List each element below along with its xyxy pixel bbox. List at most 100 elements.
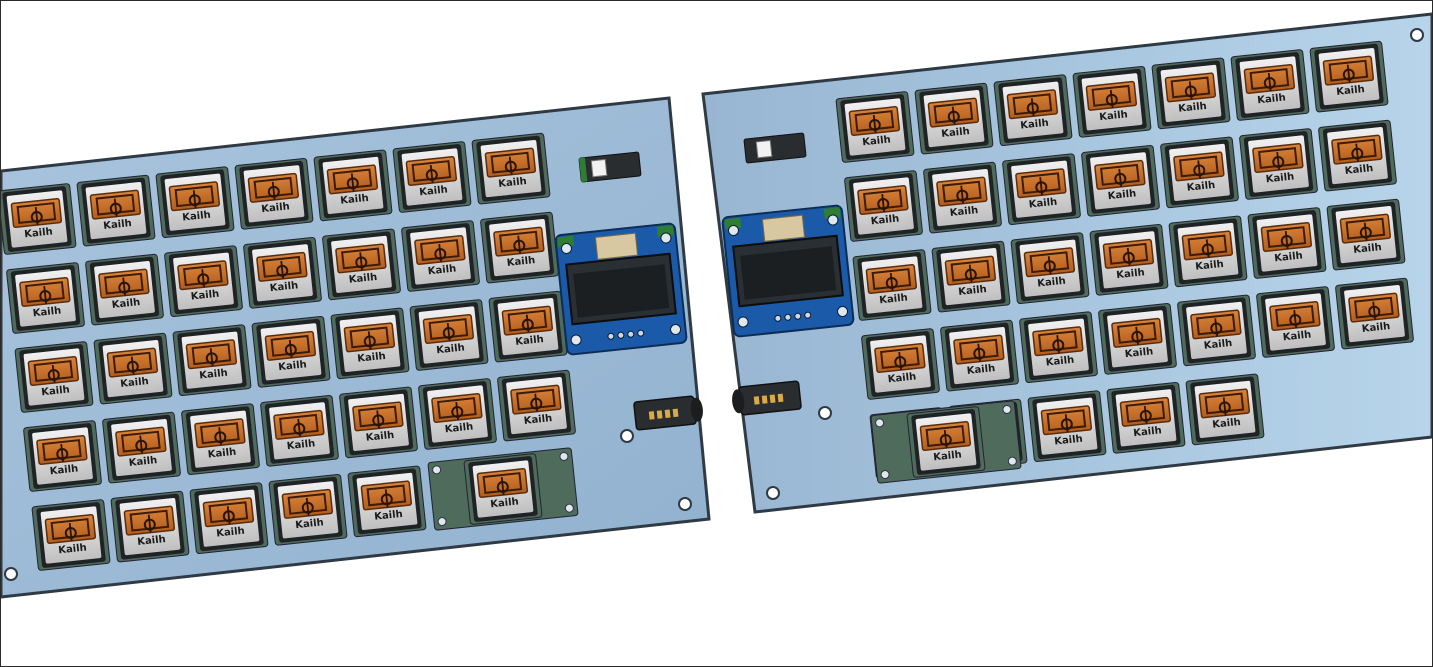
right-key-switch[interactable]: Kailh	[1002, 153, 1081, 225]
right-components	[721, 28, 1424, 500]
left-key-switch[interactable]: Kailh	[76, 174, 156, 247]
right-key-switch[interactable]: Kailh	[1309, 40, 1389, 113]
oled-pin	[794, 312, 802, 320]
left-key-switch[interactable]: Kailh	[93, 332, 173, 405]
left-key-switch[interactable]: Kailh	[322, 228, 401, 301]
switch-logo-stroke	[429, 164, 434, 184]
left-pcb[interactable]: KailhKailhKailhKailhKailhKailhKailhKailh…	[1, 96, 711, 599]
right-key-switch[interactable]: Kailh	[993, 74, 1073, 146]
right-key-switch[interactable]: Kailh	[1072, 66, 1152, 138]
left-key-switch[interactable]: Kailh	[471, 132, 551, 205]
switch-logo-stroke	[34, 206, 39, 226]
switch-logo-stroke	[898, 351, 903, 371]
right-key-switch[interactable]: Kailh	[1335, 277, 1414, 350]
right-key-switch[interactable]: Kailh	[940, 319, 1019, 392]
right-key-switch[interactable]: Kailh	[1098, 303, 1177, 375]
left-key-switch[interactable]: Kailh	[164, 245, 243, 317]
right-key-switch[interactable]: Kailh	[835, 91, 915, 163]
left-key-switch[interactable]: Kailh	[347, 465, 427, 538]
right-key-switch[interactable]: Kailh	[1089, 224, 1169, 296]
right-key-switch[interactable]: Kailh	[1019, 311, 1098, 383]
right-key-switch[interactable]: Kailh	[914, 82, 994, 155]
right-key-switch[interactable]: Kailh	[1326, 198, 1406, 271]
left-key-switch[interactable]: Kailh	[243, 237, 322, 309]
right-key-switch[interactable]: Kailh	[1010, 232, 1090, 304]
right-key-switch[interactable]: Kailh	[852, 249, 932, 321]
left-key-switch[interactable]: Kailh	[418, 378, 497, 450]
right-key-switch[interactable]: Kailh	[1106, 382, 1186, 454]
right-key-switch[interactable]: Kailh	[1151, 57, 1231, 130]
mounting-hole-icon	[1002, 404, 1012, 414]
oled-pin	[617, 331, 625, 339]
switch-brand-label: Kailh	[966, 363, 995, 377]
left-key-switch[interactable]: Kailh	[1, 183, 77, 255]
left-key-switch[interactable]: Kailh	[102, 411, 181, 484]
switch-logo-stroke	[350, 173, 355, 192]
switch-brand-label: Kailh	[1195, 259, 1224, 273]
left-key-switch[interactable]: Kailh	[6, 262, 85, 334]
left-key-switch[interactable]: Kailh	[85, 253, 164, 326]
mounting-hole-icon	[875, 418, 885, 428]
left-key-switch[interactable]: Kailh	[155, 166, 235, 238]
right-key-switch[interactable]: Kailh	[1027, 390, 1107, 462]
left-key-switch[interactable]: Kailh	[401, 220, 480, 292]
trrs-barrel	[732, 389, 745, 414]
right-key-switch[interactable]: Kailh	[1160, 136, 1239, 209]
switch-logo-stroke	[297, 418, 302, 437]
switch-logo-stroke	[43, 285, 48, 305]
switch-brand-label: Kailh	[286, 438, 315, 452]
left-key-switch[interactable]: Kailh	[23, 420, 102, 492]
power-switch-icon[interactable]	[743, 132, 807, 164]
left-key-switch[interactable]: Kailh	[409, 299, 489, 371]
right-key-switch[interactable]: Kailh	[1168, 215, 1248, 288]
left-key-switch[interactable]: Kailh	[313, 149, 393, 222]
left-key-switch[interactable]: Kailh	[260, 395, 339, 467]
left-key-switch[interactable]: Kailh	[488, 290, 568, 363]
right-key-switch[interactable]: Kailh	[1256, 286, 1335, 358]
left-key-switch[interactable]: Kailh	[251, 316, 331, 388]
left-key-switch[interactable]: Kailh	[268, 474, 348, 546]
right-key-switch[interactable]: Kailh	[1247, 207, 1327, 279]
switch-logo-stroke	[1109, 89, 1114, 108]
left-key-switch[interactable]: Kailh	[339, 386, 418, 459]
switch-logo-stroke	[1064, 414, 1069, 433]
left-key-switch[interactable]: Kailh	[189, 482, 269, 554]
right-pcb[interactable]: KailhKailhKailhKailhKailhKailhKailhKailh…	[701, 12, 1432, 514]
oled-pin	[607, 332, 615, 340]
left-key-switch[interactable]: Kailh	[31, 499, 111, 571]
switch-logo-stroke	[889, 272, 894, 292]
right-key-switch[interactable]: Kailh	[906, 406, 986, 478]
power-switch-icon[interactable]	[578, 151, 642, 183]
left-key-switch[interactable]: Kailh	[392, 141, 472, 213]
switch-logo-stroke	[1346, 64, 1351, 83]
left-key-switch[interactable]: Kailh	[480, 211, 559, 284]
right-key-switch[interactable]: Kailh	[931, 240, 1011, 313]
right-key-switch[interactable]: Kailh	[1318, 119, 1397, 192]
right-key-switch[interactable]: Kailh	[1185, 373, 1265, 446]
left-key-switch[interactable]: Kailh	[330, 307, 410, 380]
right-key-switch[interactable]: Kailh	[844, 170, 923, 242]
left-key-switch[interactable]: Kailh	[172, 324, 252, 396]
left-key-switch[interactable]: Kailh	[234, 158, 314, 230]
left-key-switch[interactable]: Kailh	[110, 490, 190, 563]
left-key-switch[interactable]: Kailh	[463, 453, 543, 525]
mounting-hole-icon	[564, 503, 574, 513]
left-key-switch[interactable]: Kailh	[14, 341, 94, 413]
trrs-contact	[769, 394, 776, 403]
switch-brand-label: Kailh	[1028, 197, 1057, 211]
right-key-switch[interactable]: Kailh	[1177, 294, 1256, 367]
right-key-switch[interactable]: Kailh	[923, 161, 1002, 234]
switch-brand-label: Kailh	[1116, 267, 1145, 281]
right-key-switch[interactable]: Kailh	[1081, 145, 1160, 217]
right-key-switch[interactable]: Kailh	[861, 328, 940, 400]
left-key-grid: KailhKailhKailhKailhKailhKailhKailhKailh…	[1, 132, 579, 571]
switch-brand-label: Kailh	[137, 534, 166, 548]
switch-logo-stroke	[209, 348, 214, 367]
right-key-switch[interactable]: Kailh	[1239, 128, 1318, 200]
left-key-switch[interactable]: Kailh	[497, 369, 576, 442]
left-key-switch[interactable]: Kailh	[181, 403, 260, 475]
switch-brand-label: Kailh	[182, 210, 211, 224]
right-key-switch[interactable]: Kailh	[1230, 49, 1310, 121]
switch-brand-label: Kailh	[190, 289, 219, 303]
